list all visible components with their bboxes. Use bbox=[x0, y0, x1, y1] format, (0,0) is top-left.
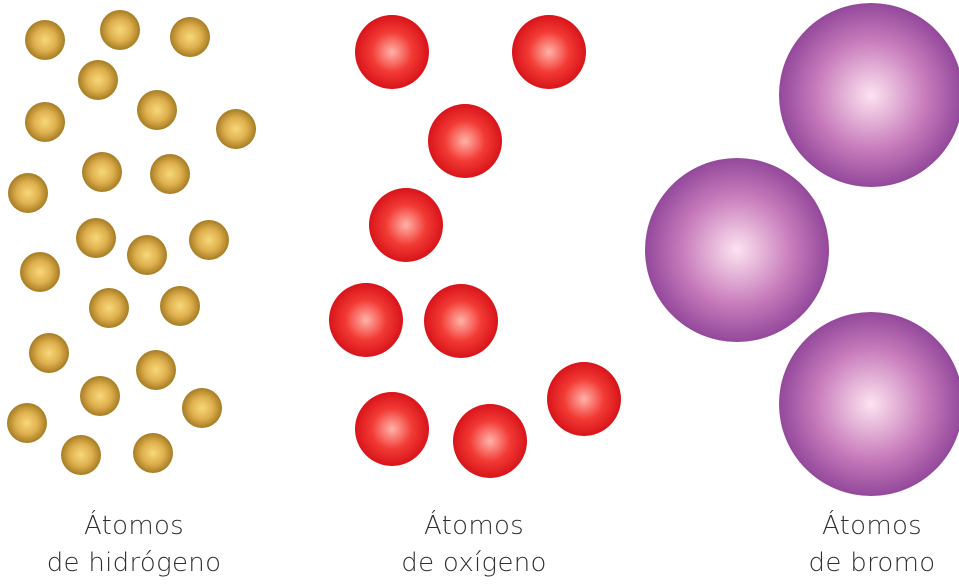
oxygen-atom bbox=[424, 284, 498, 358]
oxygen-atom bbox=[547, 362, 621, 436]
bromine-caption-line1: Átomos bbox=[752, 508, 959, 545]
oxygen-atom bbox=[329, 283, 403, 357]
hydrogen-atom bbox=[133, 433, 173, 473]
hydrogen-atom bbox=[150, 154, 190, 194]
hydrogen-atom bbox=[8, 173, 48, 213]
oxygen-atom bbox=[512, 15, 586, 89]
oxygen-atom bbox=[453, 404, 527, 478]
hydrogen-atom bbox=[182, 388, 222, 428]
hydrogen-atom bbox=[76, 218, 116, 258]
hydrogen-atom bbox=[216, 109, 256, 149]
hydrogen-atom bbox=[61, 435, 101, 475]
hydrogen-atom bbox=[136, 350, 176, 390]
oxygen-atom bbox=[369, 188, 443, 262]
hydrogen-atom bbox=[7, 403, 47, 443]
oxygen-caption-line1: Átomos bbox=[354, 508, 594, 545]
hydrogen-caption: Átomos de hidrógeno bbox=[14, 508, 254, 582]
hydrogen-atom bbox=[25, 102, 65, 142]
hydrogen-atom bbox=[89, 288, 129, 328]
oxygen-caption: Átomos de oxígeno bbox=[354, 508, 594, 582]
hydrogen-atom bbox=[29, 333, 69, 373]
hydrogen-atom bbox=[127, 235, 167, 275]
hydrogen-atom bbox=[137, 90, 177, 130]
bromine-atoms bbox=[645, 3, 959, 496]
hydrogen-atom bbox=[80, 376, 120, 416]
hydrogen-atom bbox=[100, 10, 140, 50]
atoms-illustration bbox=[0, 0, 959, 500]
oxygen-atom bbox=[355, 392, 429, 466]
hydrogen-caption-line2: de hidrógeno bbox=[14, 545, 254, 582]
hydrogen-atom bbox=[20, 252, 60, 292]
hydrogen-atom bbox=[160, 286, 200, 326]
bromine-atom bbox=[779, 312, 959, 496]
oxygen-atom bbox=[355, 15, 429, 89]
hydrogen-atom bbox=[170, 17, 210, 57]
bromine-atom bbox=[779, 3, 959, 187]
hydrogen-atom bbox=[82, 152, 122, 192]
oxygen-atoms bbox=[329, 15, 621, 478]
oxygen-caption-line2: de oxígeno bbox=[354, 545, 594, 582]
bromine-caption-line2: de bromo bbox=[752, 545, 959, 582]
hydrogen-atoms bbox=[7, 10, 256, 475]
hydrogen-atom bbox=[78, 60, 118, 100]
hydrogen-atom bbox=[189, 220, 229, 260]
bromine-atom bbox=[645, 158, 829, 342]
bromine-caption: Átomos de bromo bbox=[752, 508, 959, 582]
oxygen-atom bbox=[428, 104, 502, 178]
hydrogen-caption-line1: Átomos bbox=[14, 508, 254, 545]
hydrogen-atom bbox=[25, 20, 65, 60]
